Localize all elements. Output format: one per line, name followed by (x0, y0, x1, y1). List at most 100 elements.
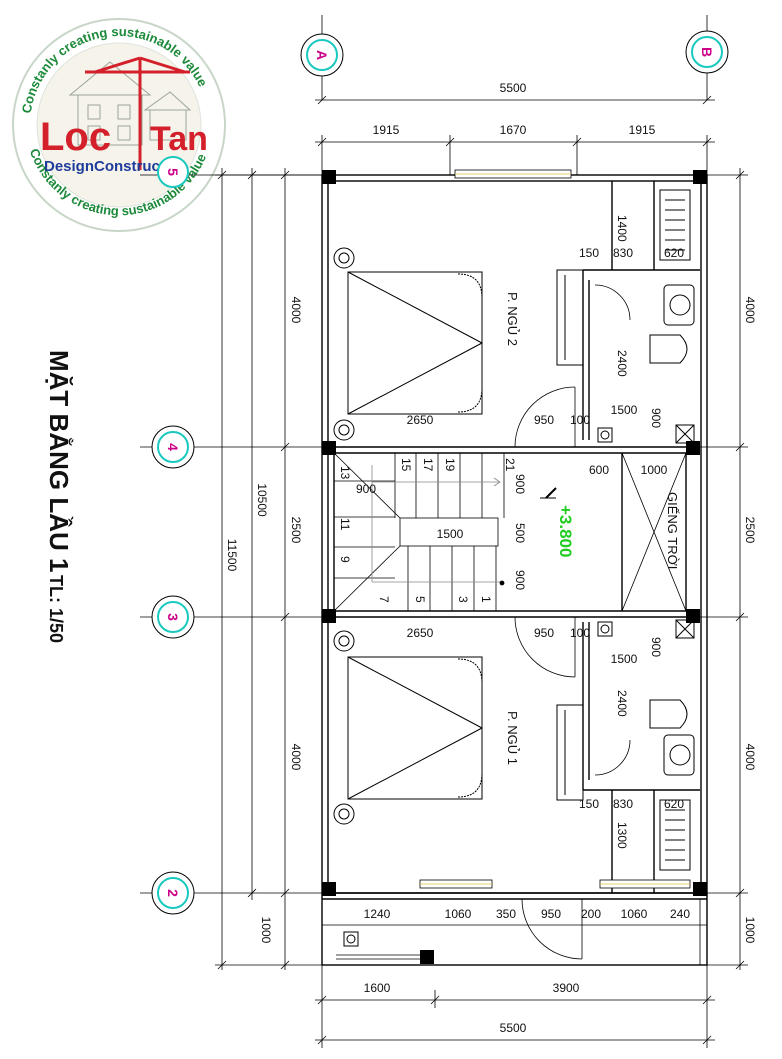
dim-wc2-2400: 2400 (615, 350, 629, 377)
step-15: 15 (399, 458, 413, 472)
dim-left-2: 2500 (289, 517, 303, 544)
dim-right-3: 4000 (743, 744, 757, 771)
dim-wc1-100: 100 (570, 626, 590, 640)
dim-wc1-1500: 1500 (611, 652, 638, 666)
room-bedroom-1: P. NGỦ 1 (505, 711, 520, 765)
dim-bottom-row-2: 1060 (445, 907, 472, 921)
level-marker: +3.800 (540, 487, 575, 557)
step-3: 3 (456, 596, 470, 603)
dim-wc2-620: 620 (664, 246, 684, 260)
axis-bubble-a: A (300, 33, 344, 77)
axis-bubble-4: 4 (151, 425, 195, 469)
dim-left-inner: 10500 (255, 483, 269, 517)
logo-subtitle: DesignConstruction (44, 158, 187, 175)
dim-top-2: 1670 (500, 123, 527, 137)
bed-2 (333, 247, 483, 441)
room-labels: P. NGỦ 2 P. NGỦ 1 GIẾNG TRỜI (505, 292, 680, 765)
dim-wc1-620: 620 (664, 797, 684, 811)
svg-text:A: A (314, 50, 330, 60)
dim-stair-900-landing: 900 (356, 482, 376, 496)
logo-name-part1: Loc (40, 115, 111, 159)
dimension-labels: 5500 1915 1670 1915 1600 3900 5500 1240 … (225, 81, 757, 1035)
room-lightwell: GIẾNG TRỜI (665, 492, 680, 569)
dim-bottom-row-1: 1240 (364, 907, 391, 921)
logo: Loc Tan DesignConstruction Constanly cre… (12, 18, 226, 232)
dim-bottom-row-7: 240 (670, 907, 690, 921)
dim-right-4: 1000 (743, 917, 757, 944)
dim-top-1: 1915 (373, 123, 400, 137)
dim-wc1-150: 150 (579, 797, 599, 811)
axis-bubble-b: B (685, 30, 729, 74)
dim-wc1-1300: 1300 (615, 822, 629, 849)
bed-1 (333, 630, 483, 825)
step-9: 9 (338, 556, 352, 563)
logo-name-part2: Tan (150, 120, 208, 158)
wardrobes (556, 269, 584, 801)
stair (333, 452, 505, 612)
dim-wc2-830: 830 (613, 246, 633, 260)
dim-wc1-950: 950 (534, 626, 554, 640)
svg-text:3: 3 (165, 613, 181, 621)
dim-bottom-row-4: 950 (541, 907, 561, 921)
axis-bubble-5: 5 (157, 156, 189, 188)
dim-bottom-1: 1600 (364, 981, 391, 995)
dim-left-3: 4000 (289, 744, 303, 771)
dim-wc2-950: 950 (534, 413, 554, 427)
step-19: 19 (443, 458, 457, 472)
dim-left-total: 11500 (225, 539, 239, 572)
axis-markers: A B 5 4 3 2 (140, 15, 729, 915)
stair-steps: 13 15 17 19 21 11 9 7 5 3 1 (338, 458, 517, 603)
interior-dimensions: 1400 150 830 620 2400 1500 900 950 100 2… (356, 215, 684, 849)
dim-wc2-900: 900 (649, 408, 663, 428)
step-5: 5 (413, 596, 427, 603)
dim-wc2-150: 150 (579, 246, 599, 260)
room-bedroom-2: P. NGỦ 2 (505, 292, 520, 346)
dim-wc1-830: 830 (613, 797, 633, 811)
svg-text:5: 5 (165, 168, 181, 176)
dim-left-1: 4000 (289, 297, 303, 324)
doors (514, 284, 631, 960)
lightwell (621, 452, 687, 612)
axis-bubble-3: 3 (151, 595, 195, 639)
dim-top-3: 1915 (629, 123, 656, 137)
dim-bottom-row-5: 200 (581, 907, 601, 921)
step-7: 7 (377, 596, 391, 603)
dim-right-2: 2500 (743, 517, 757, 544)
windows (419, 169, 691, 889)
bathroom-fixtures (343, 189, 695, 947)
svg-text:2: 2 (165, 889, 181, 897)
dim-wc1-900: 900 (649, 637, 663, 657)
dim-right-1: 4000 (743, 297, 757, 324)
step-21: 21 (503, 458, 517, 472)
dim-bottom-row-3: 350 (496, 907, 516, 921)
dim-bottom-row-6: 1060 (621, 907, 648, 921)
dimension-lines (215, 95, 748, 1048)
dim-wc2-100: 100 (570, 413, 590, 427)
title-scale: TL: 1/50 (46, 575, 66, 643)
dim-wc1-2400: 2400 (615, 690, 629, 717)
step-13: 13 (338, 466, 352, 480)
level-value: +3.800 (556, 505, 575, 557)
dim-wc2-1400: 1400 (615, 215, 629, 242)
step-11: 11 (338, 518, 352, 531)
drawing-title: MẶT BẰNG LẦU 1 TL: 1/50 (44, 350, 74, 643)
step-1: 1 (479, 596, 493, 603)
dim-bottom-2: 3900 (553, 981, 580, 995)
dim-bottom-total: 5500 (500, 1021, 527, 1035)
axis-bubble-2: 2 (151, 871, 195, 915)
columns (322, 170, 707, 964)
dim-bed-1-width: 2650 (407, 626, 434, 640)
dim-stair-1500: 1500 (437, 527, 464, 541)
svg-text:4: 4 (165, 443, 181, 451)
dim-stair-1000: 1000 (641, 463, 668, 477)
dim-bed-2-width: 2650 (407, 413, 434, 427)
svg-text:B: B (699, 47, 715, 57)
dim-wc2-1500: 1500 (611, 403, 638, 417)
dim-stair-900-top: 900 (513, 474, 527, 494)
title-main: MẶT BẰNG LẦU 1 (44, 350, 74, 572)
step-17: 17 (421, 458, 435, 472)
balcony (336, 899, 701, 965)
dim-top-total: 5500 (500, 81, 527, 95)
dim-stair-900-bottom: 900 (513, 570, 527, 590)
